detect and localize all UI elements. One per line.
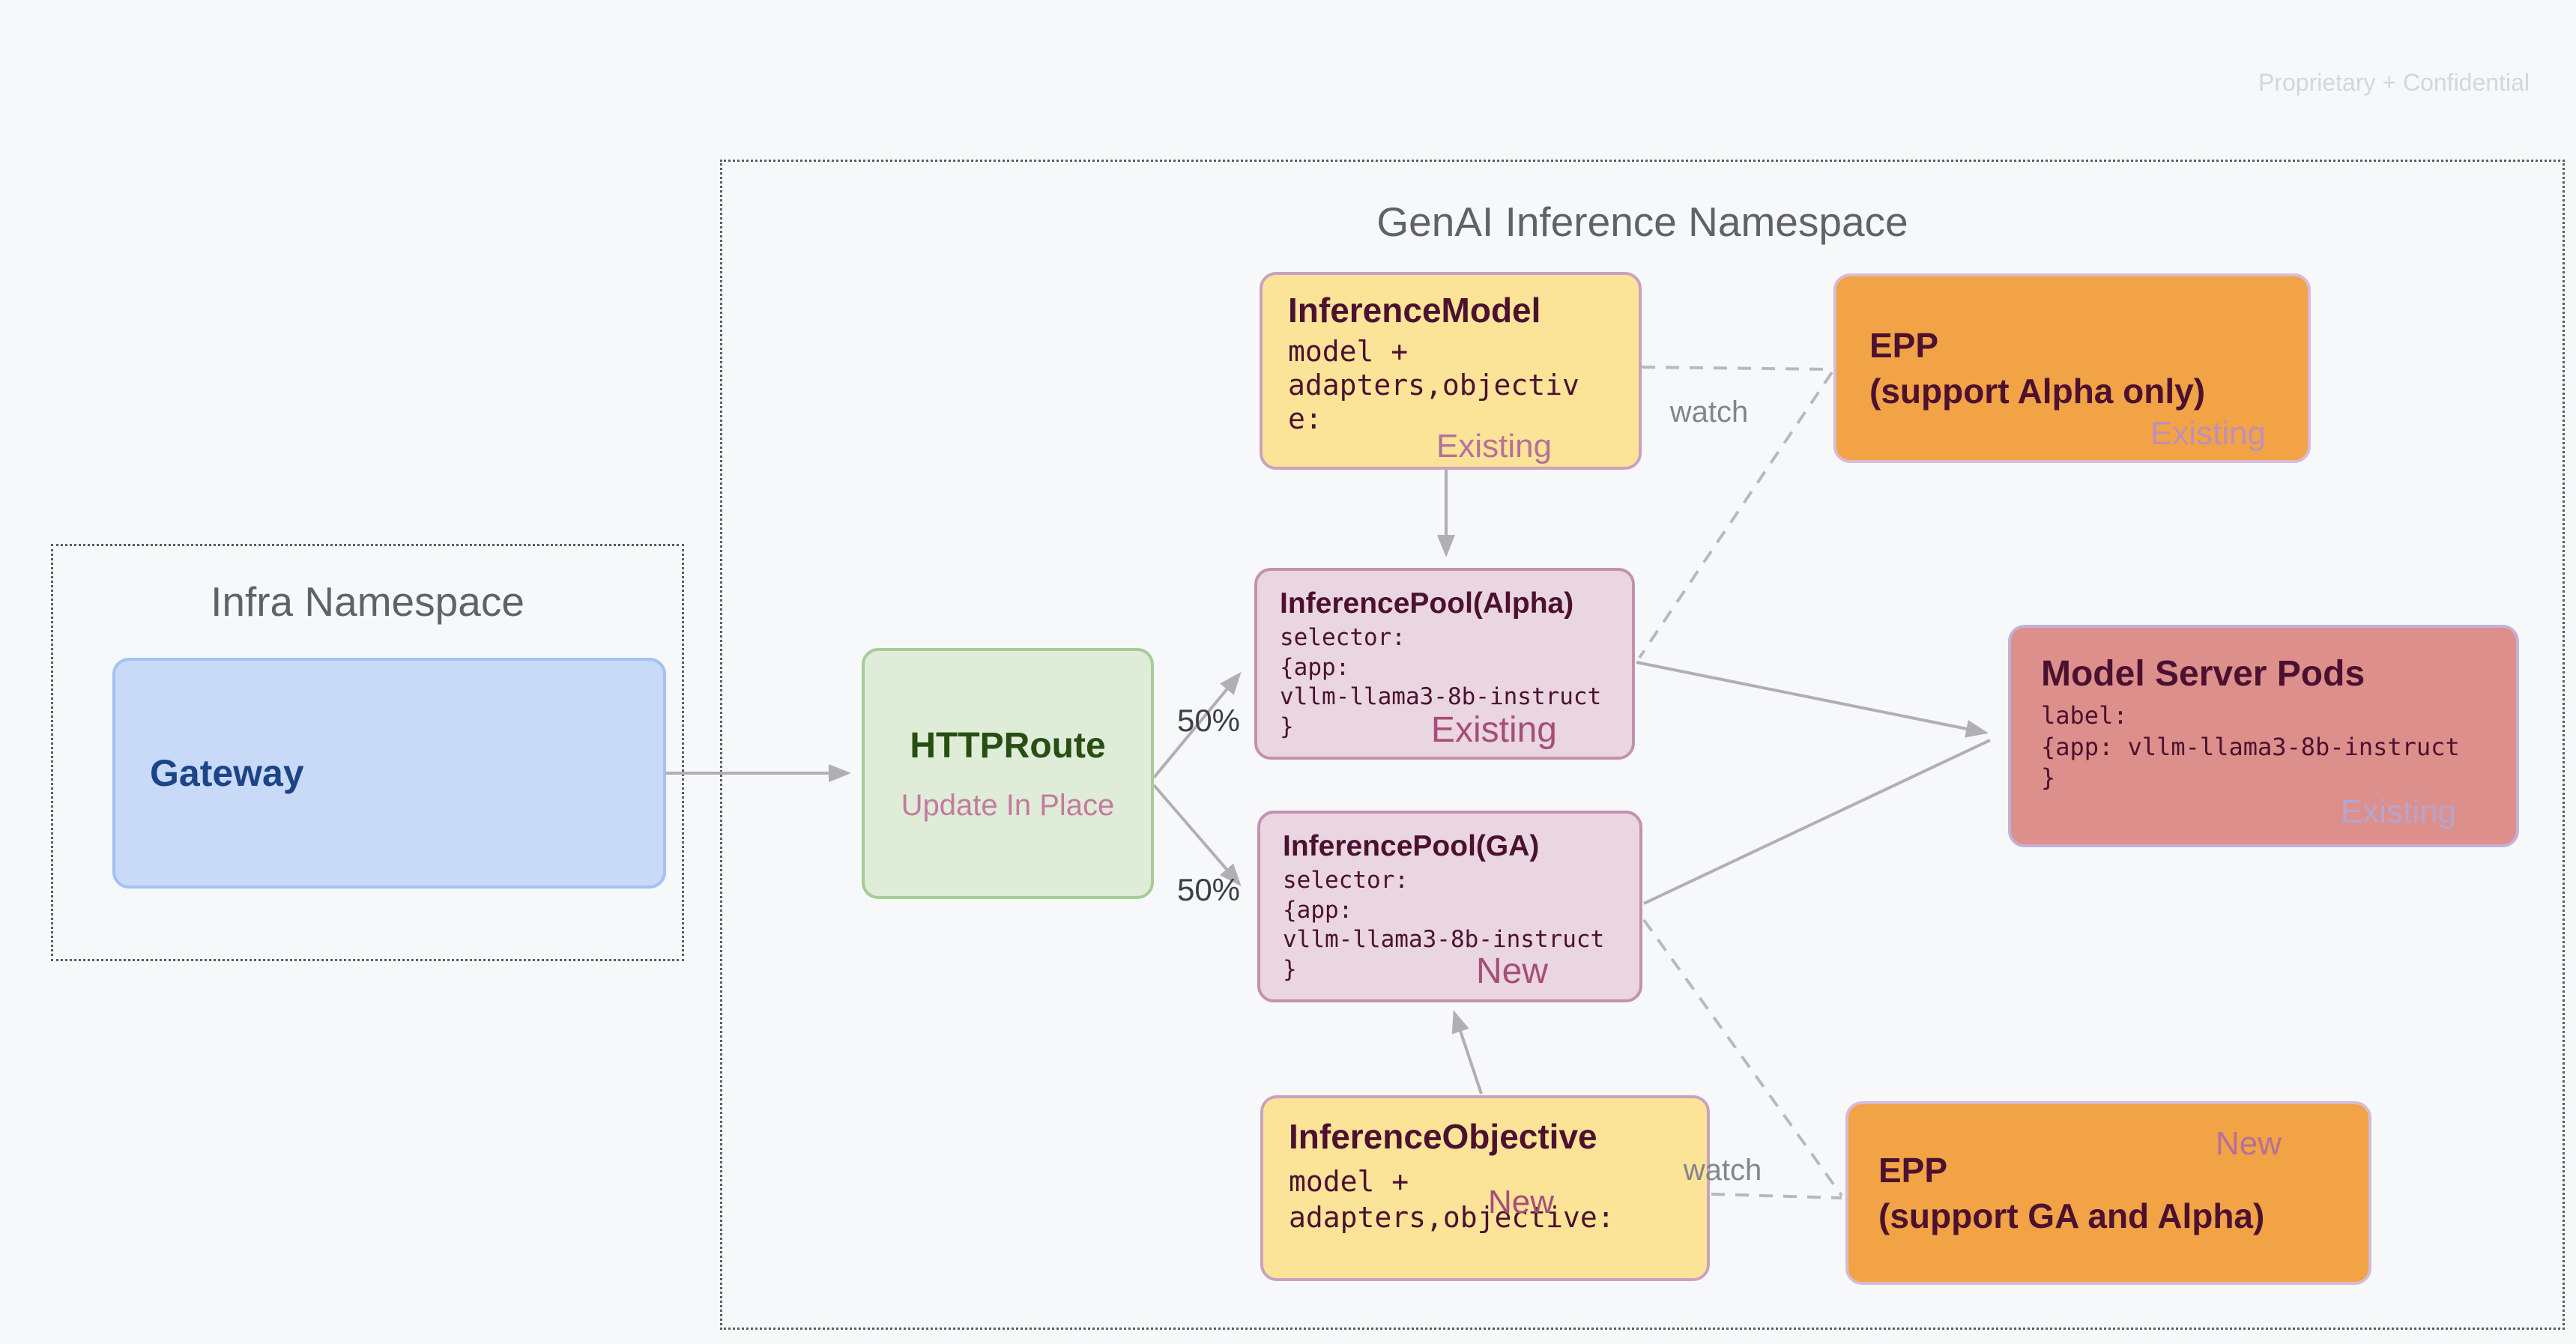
infra-namespace-title: Infra Namespace xyxy=(211,578,524,625)
inference-pool-alpha-node: InferencePool(Alpha) selector: {app: vll… xyxy=(1254,568,1635,760)
inference-model-status-tag: Existing xyxy=(1436,428,1552,464)
inference-pool-alpha-title: InferencePool(Alpha) xyxy=(1280,587,1574,620)
epp-alpha-status-tag: Existing xyxy=(2150,415,2266,452)
edge-pool-alpha-pods xyxy=(1636,661,1989,738)
edge-epp-alpha-pool-alpha xyxy=(1638,371,1833,659)
model-server-pods-label: label: {app: vllm-llama3-8b-instruct } xyxy=(2041,701,2460,793)
inference-model-node: InferenceModel model + adapters,objectiv… xyxy=(1260,272,1642,470)
inference-pool-ga-status-tag: New xyxy=(1475,951,1548,991)
model-server-pods-node: Model Server Pods label: {app: vllm-llam… xyxy=(2008,625,2519,847)
model-server-pods-status-tag: Existing xyxy=(2340,793,2456,830)
epp-ga-status-tag: New xyxy=(2215,1125,2282,1162)
httproute-title: HTTPRoute xyxy=(910,725,1106,766)
model-server-pods-title: Model Server Pods xyxy=(2041,654,2365,694)
inference-pool-ga-title: InferencePool(GA) xyxy=(1283,830,1540,862)
inference-objective-status-tag: New xyxy=(1488,1184,1555,1220)
edge-inferenceobjective-pool-ga xyxy=(1451,1010,1483,1095)
inference-objective-title: InferenceObjective xyxy=(1289,1117,1597,1156)
inference-objective-node: InferenceObjective model + adapters,obje… xyxy=(1260,1095,1710,1281)
edge-watch-inferencemodel-epp xyxy=(1641,366,1833,371)
gateway-node: Gateway xyxy=(112,658,666,889)
epp-ga-node: EPP (support GA and Alpha) New xyxy=(1845,1101,2371,1285)
inference-pool-alpha-selector: selector: {app: vllm-llama3-8b-instruct … xyxy=(1280,624,1602,741)
watch-label-top: watch xyxy=(1669,396,1749,429)
inference-model-title: InferenceModel xyxy=(1288,291,1541,330)
epp-alpha-title: EPP (support Alpha only) xyxy=(1869,325,2206,411)
edge-httproute-pool-alpha xyxy=(1152,671,1242,779)
confidentiality-watermark: Proprietary + Confidential xyxy=(2258,69,2530,96)
inference-objective-spec: model + adapters,objective: xyxy=(1289,1165,1615,1234)
inference-pool-alpha-status-tag: Existing xyxy=(1430,710,1557,750)
epp-ga-title: EPP (support GA and Alpha) xyxy=(1878,1150,2265,1235)
genai-namespace-title: GenAI Inference Namespace xyxy=(1376,199,1908,245)
traffic-split-label-bottom: 50% xyxy=(1176,872,1241,907)
inference-pool-ga-selector: selector: {app: vllm-llama3-8b-instruct … xyxy=(1283,867,1605,984)
epp-alpha-node: EPP (support Alpha only) Existing xyxy=(1833,273,2311,463)
httproute-node: HTTPRoute Update In Place xyxy=(862,648,1154,899)
traffic-split-label-top: 50% xyxy=(1176,703,1241,738)
gateway-title: Gateway xyxy=(150,752,304,794)
inference-model-spec: model + adapters,objectiv e: xyxy=(1288,335,1579,435)
watch-label-bottom: watch xyxy=(1683,1154,1762,1187)
httproute-subtitle: Update In Place xyxy=(901,788,1115,822)
edge-watch-inferenceobjective-epp xyxy=(1711,1193,1842,1199)
genai-namespace-container: GenAI Inference Namespace xyxy=(720,160,2565,1330)
edge-httproute-pool-ga xyxy=(1152,784,1242,887)
inference-pool-ga-node: InferencePool(GA) selector: {app: vllm-l… xyxy=(1257,811,1642,1002)
edge-pool-ga-pods xyxy=(1643,739,1991,905)
edge-pool-ga-epp-ga xyxy=(1642,918,1843,1197)
infra-namespace-container: Infra Namespace xyxy=(51,544,684,961)
